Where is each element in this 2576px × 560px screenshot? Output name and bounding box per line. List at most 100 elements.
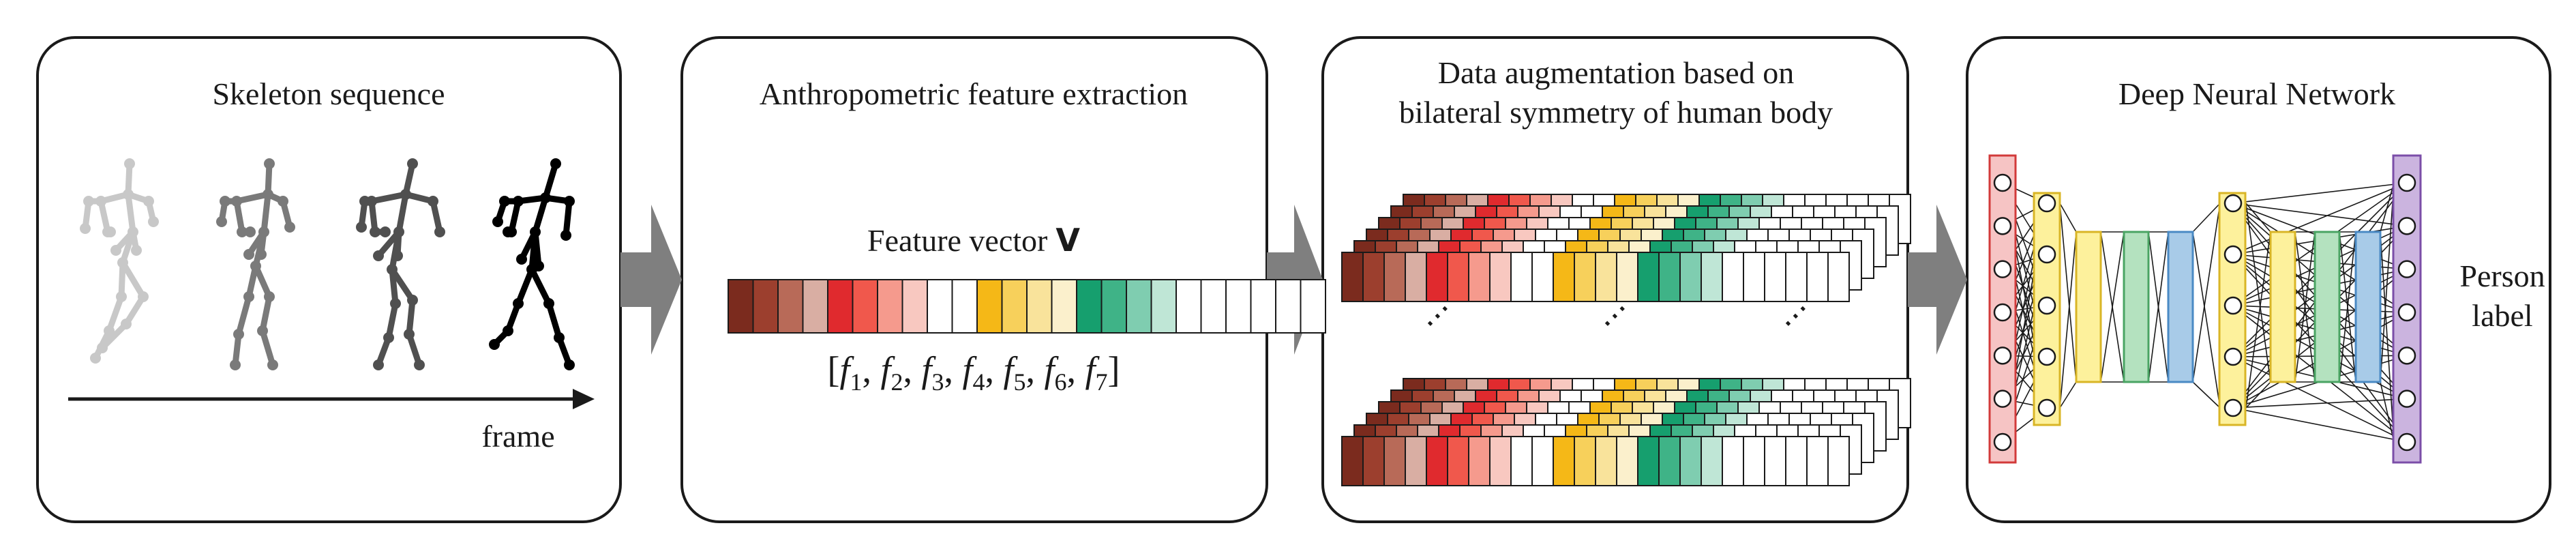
skeleton-joint [148, 216, 159, 227]
feature-term-separator: , [1067, 349, 1085, 390]
augment-layer [1341, 436, 1850, 486]
skeleton-joint [104, 325, 115, 336]
network-connection [2192, 203, 2221, 233]
skeleton-joint [400, 189, 411, 200]
network-connection [2192, 203, 2221, 383]
augment-cell [1531, 436, 1554, 486]
skeleton-joint [499, 196, 510, 207]
hidden-neuron [2037, 194, 2056, 213]
augment-title-line1: Data augmentation based on [1438, 55, 1794, 90]
network-connection [2059, 231, 2077, 409]
hidden-layer [2123, 231, 2150, 383]
feature-cell [802, 279, 828, 334]
skeleton-joint [83, 196, 94, 207]
skeleton-joint [143, 196, 154, 207]
skeleton-bone [259, 293, 273, 334]
augment-cell [1679, 252, 1702, 302]
network-connection [2294, 231, 2316, 383]
skeleton-joint [543, 298, 554, 309]
feature-title: Anthropometric feature extraction [760, 76, 1188, 111]
skeleton-bone [118, 259, 126, 300]
skeleton-joint [489, 339, 500, 350]
skeleton-joint [131, 245, 142, 256]
feature-cell [827, 279, 854, 334]
feature-cell [1026, 279, 1053, 334]
feature-term-subscript: 2 [890, 368, 903, 396]
hidden-layer [2354, 231, 2382, 383]
network-connection [2232, 407, 2408, 443]
augment-cell [1426, 436, 1448, 486]
skeleton-figure [489, 158, 575, 370]
augment-cell [1468, 252, 1491, 302]
input-neuron [1993, 389, 2012, 408]
network-connection [2232, 182, 2408, 255]
augment-cell [1827, 436, 1850, 486]
feature-term-separator: , [944, 349, 962, 390]
skeleton-joint [492, 216, 503, 227]
augment-cell [1658, 436, 1681, 486]
skeleton-joint [245, 226, 256, 237]
skeleton-joint [263, 189, 273, 200]
network-connection [2100, 231, 2125, 383]
output-neuron [2397, 432, 2416, 452]
augment-cell [1341, 436, 1364, 486]
augment-cell [1362, 252, 1385, 302]
skeleton-bone [528, 229, 539, 273]
skeleton-joint [428, 196, 438, 207]
skeleton-bone [252, 263, 273, 300]
network-connection [2380, 381, 2395, 443]
skeleton-joint [230, 359, 241, 370]
skeleton-joint [243, 249, 254, 260]
skeleton-title: Skeleton sequence [212, 76, 445, 111]
output-neuron [2397, 217, 2416, 235]
network-output-line1: Person [2459, 259, 2545, 293]
skeleton-joint [390, 298, 401, 309]
network-connection [2059, 203, 2077, 233]
augment-cell [1447, 252, 1469, 302]
augment-cell [1489, 436, 1512, 486]
feature-term-subscript: 5 [1014, 368, 1026, 396]
skeleton-bone [99, 321, 130, 351]
input-neuron [1993, 432, 2012, 452]
feature-term-subscript: 4 [973, 368, 985, 396]
skeleton-bone [106, 293, 125, 334]
feature-term-subscript: 7 [1096, 368, 1108, 396]
augment-cell [1679, 436, 1702, 486]
skeleton-joint [434, 226, 445, 237]
augment-cell [1722, 252, 1744, 302]
feature-term-separator: , [862, 349, 880, 390]
skeleton-joint [373, 250, 384, 261]
augment-title-line2: bilateral symmetry of human body [1399, 95, 1833, 130]
skeleton-joint [540, 192, 551, 203]
skeleton-bone [259, 327, 276, 368]
skeleton-joint [564, 359, 575, 370]
hidden-neuron [2037, 347, 2056, 366]
skeleton-joint [530, 226, 541, 237]
feature-cell [1001, 279, 1028, 334]
augment-cell [1637, 252, 1660, 302]
augment-cell [1489, 252, 1512, 302]
skeleton-joint [121, 319, 132, 329]
flow-arrow-1 [620, 205, 682, 355]
network-connection [2059, 203, 2077, 383]
input-neuron [1993, 217, 2012, 235]
augment-cell [1637, 436, 1660, 486]
skeleton-bone [563, 198, 573, 239]
skeleton-joint [138, 291, 149, 302]
skeleton-bone [385, 300, 399, 341]
skeleton-joint [116, 291, 127, 302]
feature-term-separator: , [903, 349, 921, 390]
skeleton-joint [284, 222, 295, 233]
augment-stack [1341, 378, 1911, 486]
skeleton-joint [513, 196, 524, 207]
skeleton-joint [407, 295, 418, 306]
network-connection [2192, 381, 2221, 409]
skeleton-figure [80, 158, 159, 364]
feature-cell [877, 279, 903, 334]
output-neuron [2397, 173, 2416, 192]
augment-cell [1743, 252, 1765, 302]
hidden-neuron [2223, 347, 2243, 366]
network-connection [2380, 182, 2395, 383]
time-axis-label: frame [481, 419, 554, 454]
